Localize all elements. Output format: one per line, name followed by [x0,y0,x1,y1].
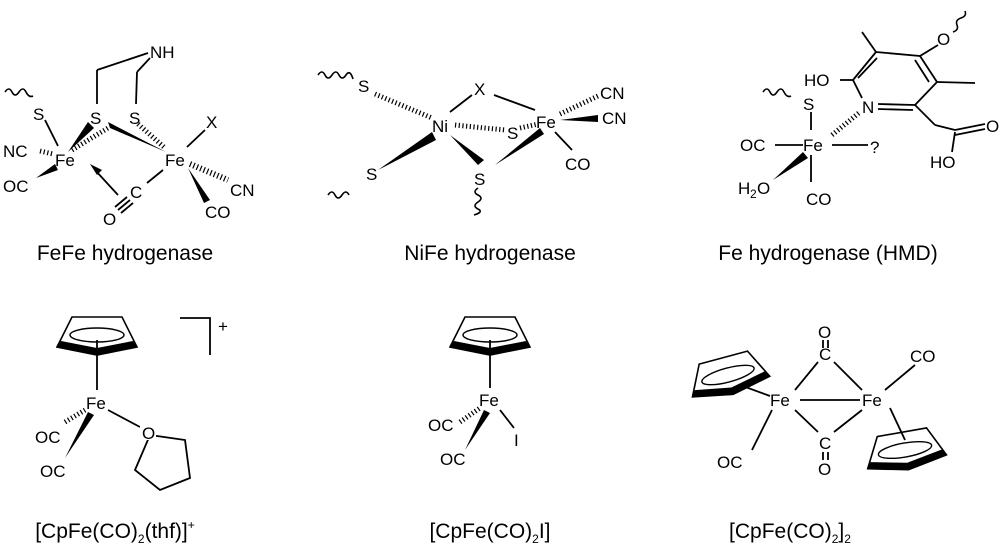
nife-hydrogenase-structure: S S S S Ni Fe X CN CN CO NiFe hydrogenas… [317,71,627,265]
atom-label: Fe [165,151,185,170]
atom-label: H [738,179,750,198]
caption-fefe-hydrogenase: FeFe hydrogenase [37,242,213,265]
charge-label: + [218,317,228,336]
atom-label: CO [910,347,936,366]
atom-label: S [129,109,140,128]
atom-label: OC [3,177,29,196]
caption-fe-hydrogenase-hmd: Fe hydrogenase (HMD) [718,242,937,265]
atom-label: Fe [803,136,823,155]
atom-label: NC [3,142,28,161]
cyclopentadienyl-ring [861,424,949,478]
atom-subscript: 2 [750,187,757,201]
atom-label: S [90,109,101,128]
atom-label: HO [930,153,956,172]
atom-label: CO [205,203,231,222]
atom-label: S [507,124,518,143]
atom-label: HO [804,71,830,90]
atom-label: CN [600,84,625,103]
atom-label: X [206,113,217,132]
atom-label: CN [602,109,627,128]
atom-label: ? [870,138,879,157]
atom-label: O [937,30,950,49]
atom-label: OC [717,453,743,472]
atom-label: O [103,210,116,229]
atom-label: I [514,431,519,450]
atom-label: Fe [55,151,75,170]
atom-label: O [818,323,831,342]
atom-label: O [757,179,770,198]
atom-label: S [33,105,44,124]
atom-label: OC [740,136,766,155]
atom-label: Fe [536,113,556,132]
atom-label: S [803,95,814,114]
atom-label: Fe [862,391,882,410]
atom-label: Ni [432,117,448,136]
atom-label: C [130,183,142,202]
fe-hydrogenase-hmd-structure: S Fe OC H 2 O CO ? N HO O O HO Fe hydrog… [718,10,999,265]
atom-label: S [366,165,377,184]
atom-label: CO [806,190,832,209]
caption-cpfe-co2-dimer: [CpFe(CO)2]2 [729,520,851,546]
atom-label: N [862,98,874,117]
cpfe-co2-thf-cation-structure: Fe OC OC O + [CpFe(CO)2(thf)]+ [35,316,228,546]
atom-label: O [818,460,831,479]
atom-label: Fe [479,391,499,410]
cpfe-co2-iodide-structure: Fe OC OC I [CpFe(CO)2I] [428,316,551,546]
atom-label: O [142,424,155,443]
caption-cpfe-co2-thf: [CpFe(CO)2(thf)]+ [35,518,195,546]
atom-label: OC [40,462,66,481]
atom-label: S [474,170,485,189]
atom-label: C [819,345,831,364]
caption-nife-hydrogenase: NiFe hydrogenase [404,242,576,265]
atom-label: O [986,117,999,136]
atom-label: X [474,80,485,99]
atom-label: OC [428,416,454,435]
cpfe-co2-dimer-structure: Fe Fe C O C O CO OC [CpFe(CO)2]2 [683,323,949,546]
caption-cpfe-co2-i: [CpFe(CO)2I] [429,520,550,546]
atom-label: Fe [770,391,790,410]
atom-label: C [819,434,831,453]
atom-label: OC [440,450,466,469]
fefe-hydrogenase-structure: S S S NH Fe Fe NC OC X C O CN CO FeFe hy… [3,43,255,265]
atom-label: NH [150,43,175,62]
atom-label: CN [230,181,255,200]
atom-label: OC [35,428,61,447]
atom-label: S [358,77,369,96]
atom-label: Fe [86,394,106,413]
cyclopentadienyl-ring [683,346,773,406]
atom-label: CO [565,155,591,174]
